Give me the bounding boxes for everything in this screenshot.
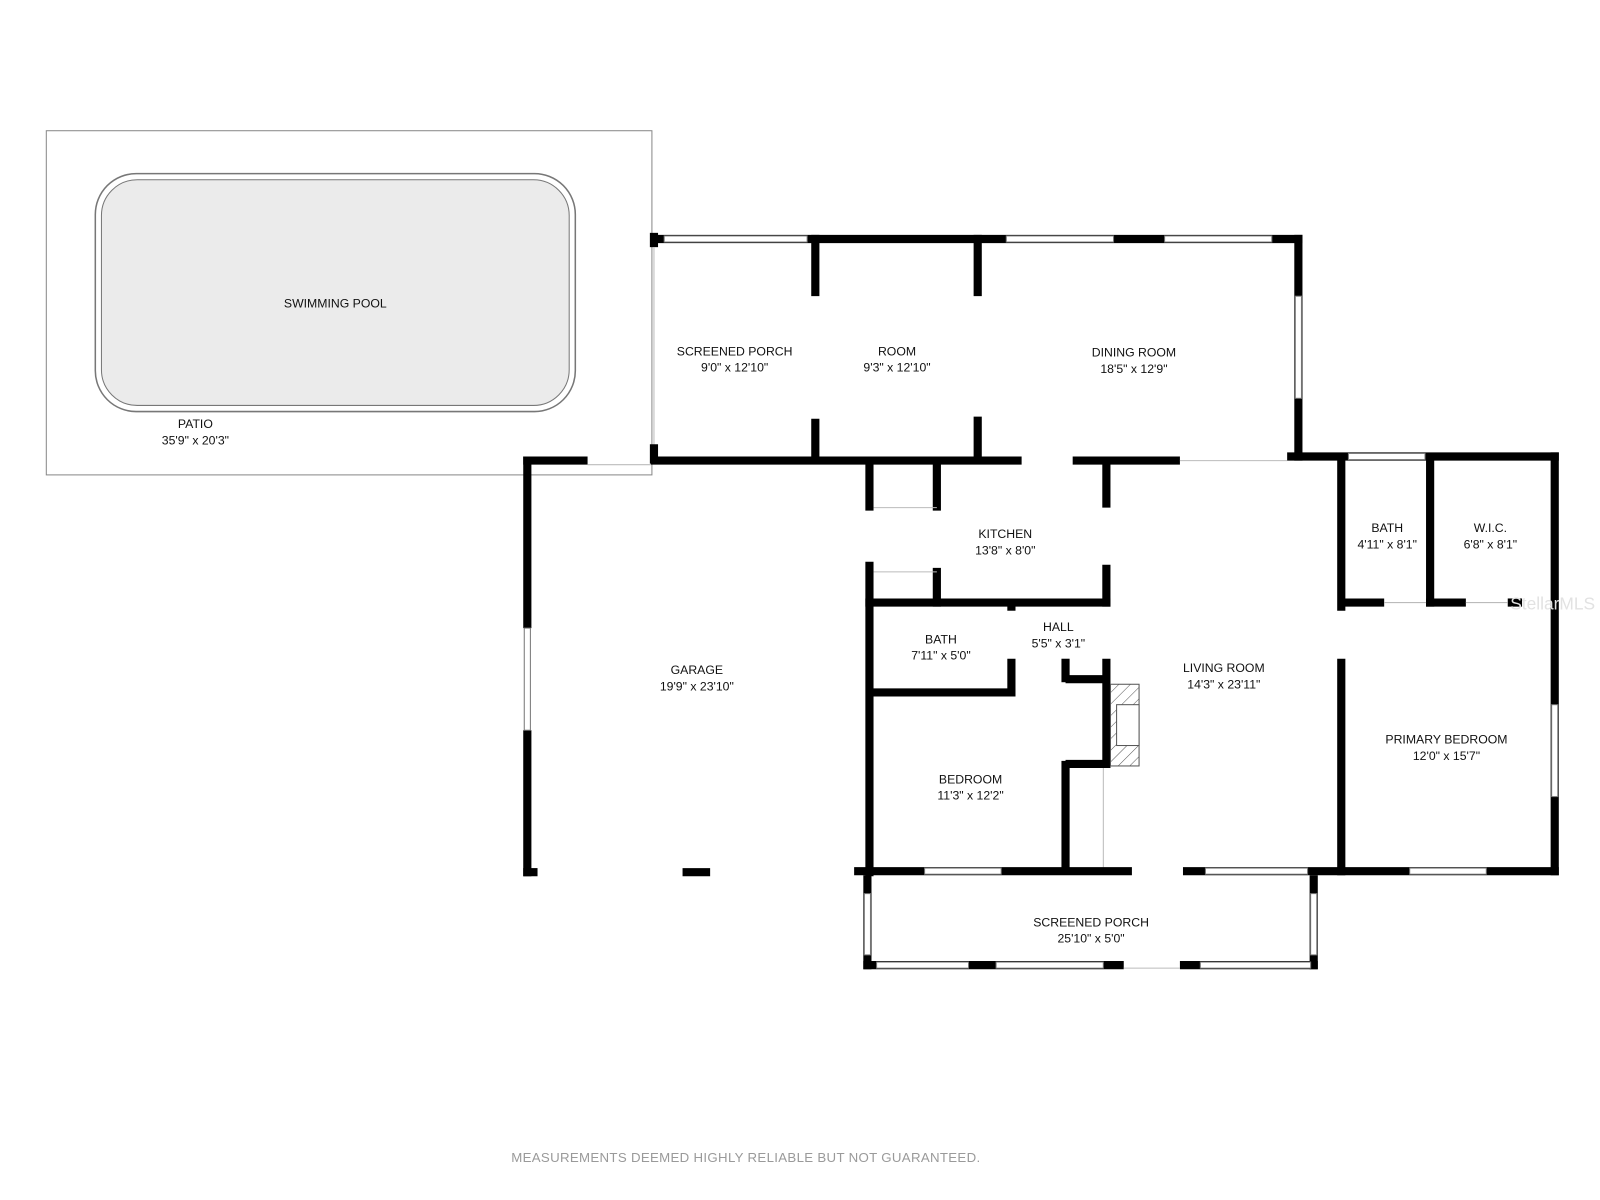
primary-dims: 12'0" x 15'7" [1413, 749, 1480, 763]
hall-dims: 5'5" x 3'1" [1032, 636, 1086, 650]
bath1-label: BATH [925, 632, 957, 646]
room-dims: 9'3" x 12'10" [863, 361, 930, 375]
back-porch-dims: 9'0" x 12'10" [701, 361, 768, 375]
patio-dims: 35'9" x 20'3" [162, 433, 229, 447]
back-porch-label: SCREENED PORCH [677, 344, 793, 358]
wic-dims: 6'8" x 8'1" [1464, 537, 1518, 551]
living-dims: 14'3" x 23'11" [1187, 677, 1260, 691]
front-porch-dims: 25'10" x 5'0" [1057, 932, 1124, 946]
kitchen-label: KITCHEN [978, 527, 1032, 541]
disclaimer-footer: MEASUREMENTS DEEMED HIGHLY RELIABLE BUT … [511, 1150, 980, 1165]
dining-label: DINING ROOM [1092, 345, 1176, 359]
windows [523, 235, 1559, 969]
garage-label: GARAGE [671, 663, 723, 677]
wic-label: W.I.C. [1474, 521, 1507, 535]
bedroom-label: BEDROOM [939, 772, 1002, 786]
front-porch-label: SCREENED PORCH [1033, 915, 1149, 929]
primary-label: PRIMARY BEDROOM [1385, 732, 1507, 746]
bath2-dims: 4'11" x 8'1" [1357, 537, 1416, 551]
garage-dims: 19'9" x 23'10" [660, 679, 734, 693]
bath1-dims: 7'11" x 5'0" [911, 649, 970, 663]
patio-label: PATIO [178, 417, 213, 431]
pool-label: SWIMMING POOL [284, 296, 387, 310]
hall-label: HALL [1043, 620, 1074, 634]
dining-dims: 18'5" x 12'9" [1100, 362, 1167, 376]
patio-outline [45, 130, 653, 476]
room-label: ROOM [878, 344, 916, 358]
walls [523, 232, 1559, 970]
living-label: LIVING ROOM [1183, 661, 1265, 675]
watermark: StellarMLS [1510, 594, 1595, 614]
bedroom-dims: 11'3" x 12'2" [937, 789, 1003, 803]
bath2-label: BATH [1371, 521, 1403, 535]
kitchen-dims: 13'8" x 8'0" [975, 544, 1035, 558]
